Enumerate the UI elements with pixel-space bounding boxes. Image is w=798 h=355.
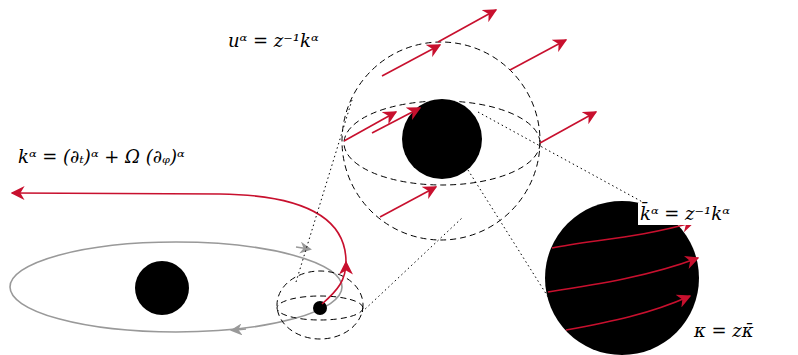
killing-ray	[12, 193, 346, 262]
orbit-arrow	[236, 329, 246, 330]
equation-label: k̄ᵅ = z⁻¹kᵅ	[638, 203, 732, 225]
zoom-line	[296, 100, 352, 282]
horizon-generators	[548, 222, 698, 330]
dashed-sphere	[342, 42, 540, 240]
large-black-hole	[135, 261, 189, 315]
zoom-line	[468, 170, 550, 300]
orbit	[10, 242, 342, 332]
velocity-arrows	[344, 10, 596, 217]
dashed-sphere	[277, 271, 363, 339]
zoom-line	[478, 112, 648, 205]
killing-ray	[322, 262, 346, 304]
equation-label: kᵅ = (∂ₜ)ᵅ + Ω (∂ᵩ)ᵅ	[16, 146, 187, 168]
small-black-hole	[313, 301, 327, 315]
orbit-arrow	[296, 247, 306, 249]
equation-label: κ = zκ̄	[692, 320, 756, 342]
dashed-equator	[277, 296, 363, 320]
zoom-line	[362, 218, 462, 312]
equation-label: uᵅ = z⁻¹kᵅ	[226, 30, 321, 52]
